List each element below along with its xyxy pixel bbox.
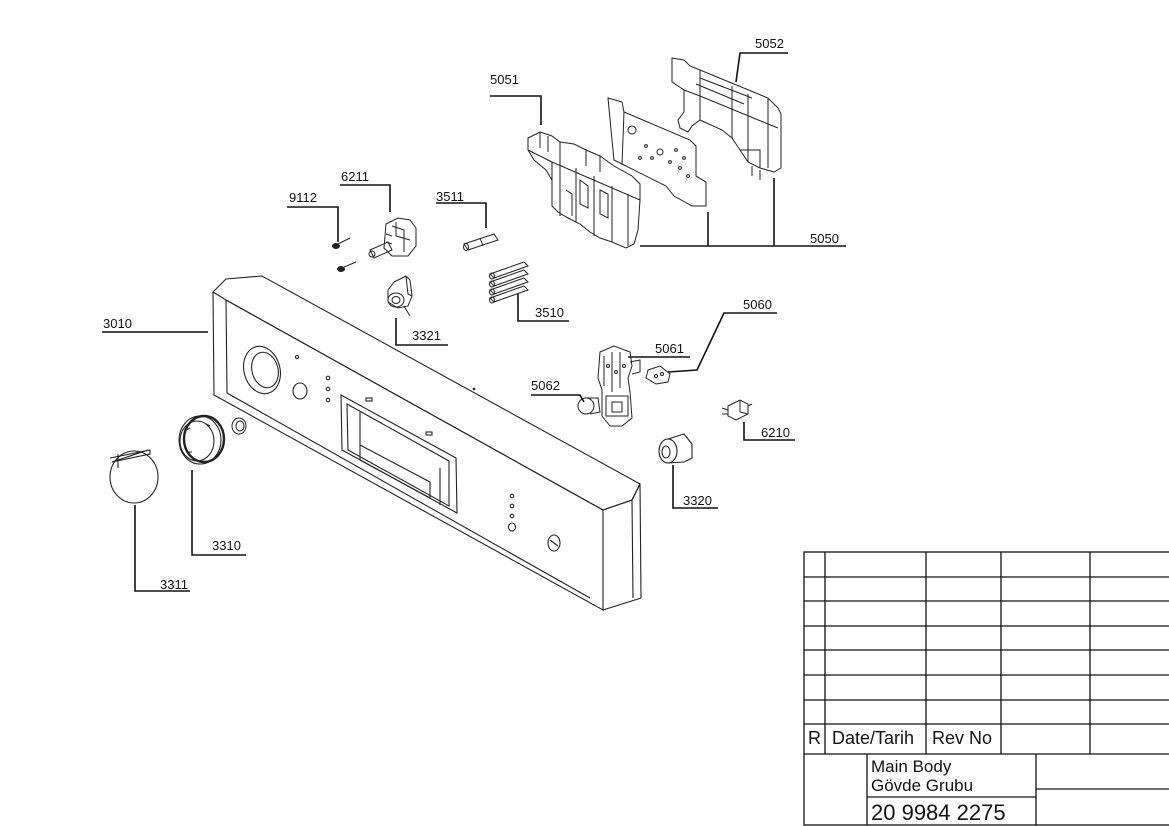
part-5050-pcb bbox=[607, 97, 707, 207]
part-3320-button bbox=[658, 433, 693, 464]
label-3510: 3510 bbox=[535, 305, 564, 320]
part-6211-switch bbox=[368, 217, 417, 259]
label-5051: 5051 bbox=[490, 72, 519, 87]
rev-col-date: Date/Tarih bbox=[832, 728, 915, 748]
part-3311-knob-cap bbox=[109, 449, 159, 504]
part-3510-rods bbox=[489, 261, 529, 304]
label-5052: 5052 bbox=[755, 36, 784, 51]
rev-col-r: R bbox=[808, 728, 821, 748]
label-3010: 3010 bbox=[103, 316, 132, 331]
part-5052-frame bbox=[671, 57, 782, 180]
title-line-1: Main Body bbox=[871, 757, 952, 776]
label-9112: 9112 bbox=[289, 190, 317, 205]
part-9112-screws bbox=[332, 237, 357, 272]
drawing-number: 20 9984 2275 bbox=[871, 800, 1006, 825]
part-3511-rod bbox=[463, 233, 499, 251]
label-3311: 3311 bbox=[160, 577, 188, 592]
part-gasket bbox=[231, 417, 247, 435]
label-6211: 6211 bbox=[341, 169, 369, 184]
label-6210: 6210 bbox=[761, 425, 790, 440]
part-5060-sensor bbox=[645, 365, 671, 385]
label-3321: 3321 bbox=[412, 328, 441, 343]
part-3310-knob-ring bbox=[178, 414, 226, 465]
leader-lines bbox=[102, 52, 846, 592]
label-3511: 3511 bbox=[436, 189, 464, 204]
title-line-2: Gövde Grubu bbox=[871, 776, 974, 795]
label-5062: 5062 bbox=[531, 378, 560, 393]
label-3310: 3310 bbox=[212, 538, 241, 553]
part-5051-board-frame bbox=[527, 131, 641, 249]
control-panel-3010 bbox=[212, 275, 642, 611]
label-5060: 5060 bbox=[743, 297, 772, 312]
label-5061: 5061 bbox=[655, 341, 684, 356]
part-3321-button bbox=[387, 275, 413, 317]
part-5061-switch bbox=[597, 345, 641, 427]
part-5062-knob bbox=[577, 397, 601, 415]
label-5050: 5050 bbox=[810, 231, 839, 246]
rev-col-revno: Rev No bbox=[932, 728, 993, 748]
label-3320: 3320 bbox=[683, 493, 712, 508]
part-6210-switch bbox=[721, 399, 753, 421]
title-block bbox=[803, 551, 1169, 826]
